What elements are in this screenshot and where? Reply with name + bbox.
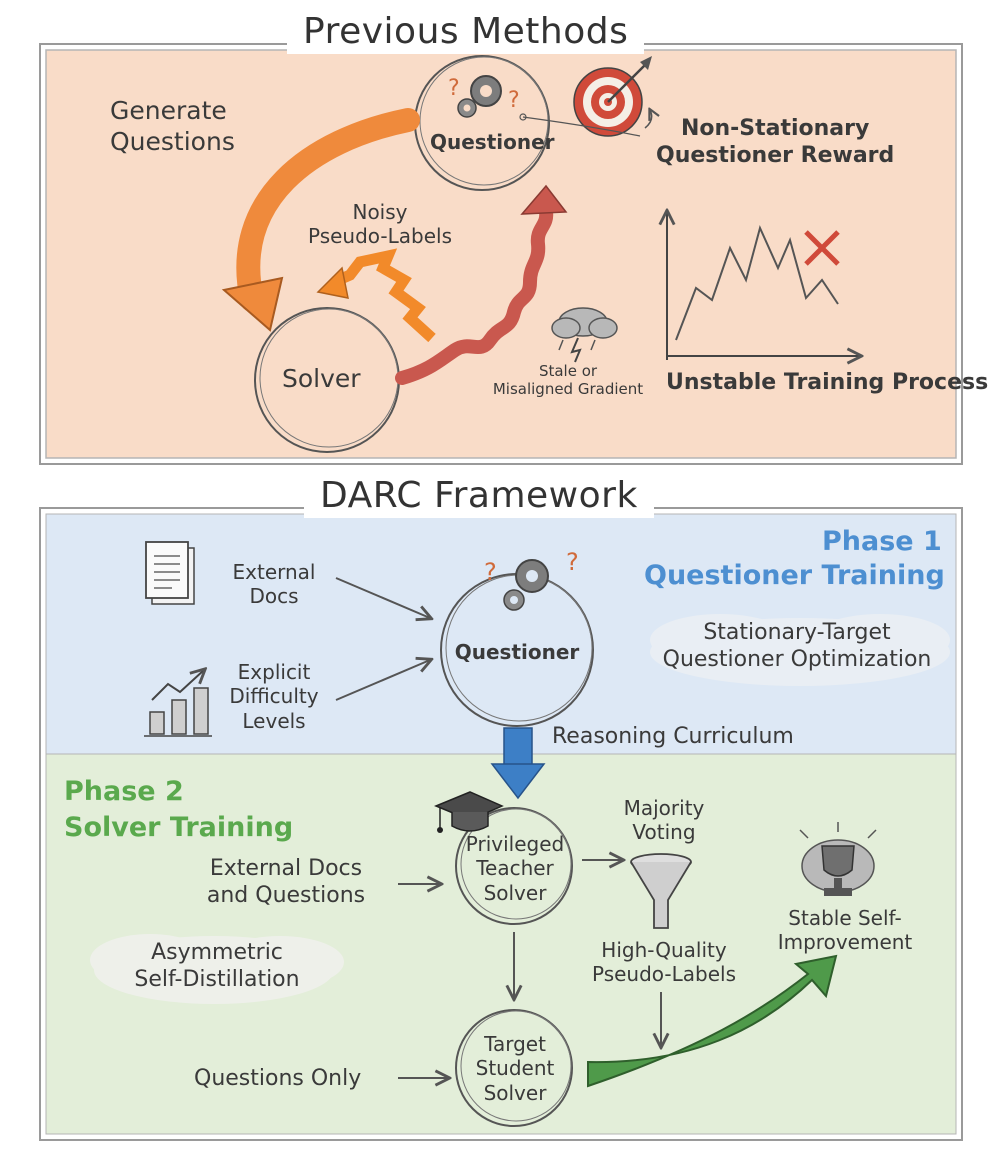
graduation-cap-icon [434,791,504,833]
teacher-solver-label: Privileged Teacher Solver [465,832,565,905]
stable-improvement-label: Stable Self- Improvement [777,906,913,955]
phase1-subtitle: Questioner Training [644,560,945,591]
noisy-label-arrow [316,248,436,343]
svg-text:?: ? [566,548,579,576]
generate-questions-label: Generate Questions [110,96,235,156]
external-docs-label: External Docs [232,560,316,609]
unstable-training-chart [667,212,860,360]
trophy-icon [799,822,877,896]
stationary-target-label: Stationary-Target Questioner Optimizatio… [662,620,932,672]
student-solver-label: Target Student Solver [475,1032,555,1105]
reward-link-line [522,116,641,137]
generate-questions-arrow [221,108,420,332]
phase2-label: Phase 2 [64,776,184,807]
gear-icon: ? ? [448,75,520,118]
teacher-solver-circle [455,807,573,925]
phase1-label: Phase 1 [822,526,942,557]
svg-text:?: ? [508,88,520,113]
reasoning-curriculum-label: Reasoning Curriculum [552,724,794,749]
questions-only-label: Questions Only [194,1066,362,1091]
noisy-pseudo-labels-label: Noisy Pseudo-Labels [307,200,452,249]
storm-cloud-icon [551,307,618,363]
cloud-stationary [650,614,950,686]
funnel-icon [630,853,692,929]
self-improvement-arrow [587,954,838,1088]
svg-text:?: ? [484,558,497,586]
student-solver-circle [455,1009,573,1127]
questioner-label-bottom: Questioner [454,640,580,664]
cloud-asymmetric [90,934,344,1004]
gradient-arrow [395,184,568,385]
majority-voting-label: Majority Voting [623,796,705,845]
external-docs-questions-label: External Docs and Questions [206,856,366,908]
svg-text:?: ? [448,76,460,101]
docs-to-questioner-arrow [335,577,430,618]
difficulty-chart-icon [144,670,212,737]
phase2-subtitle: Solver Training [64,812,294,843]
darc-framework-title: DARC Framework [304,474,654,518]
previous-methods-title: Previous Methods [287,10,645,54]
high-quality-labels-label: High-Quality Pseudo-Labels [591,938,736,987]
target-icon [573,56,652,137]
asymmetric-distillation-label: Asymmetric Self-Distillation [134,940,300,992]
unstable-training-label: Unstable Training Process [666,370,989,395]
difficulty-to-questioner-arrow [335,660,430,701]
stale-gradient-label: Stale or Misaligned Gradient [492,362,644,399]
gear-icon-bottom: ? ? [484,548,579,611]
reasoning-curriculum-arrow [490,727,546,800]
solver-label: Solver [282,364,361,393]
document-icon [145,541,195,605]
explicit-difficulty-label: Explicit Difficulty Levels [229,660,319,733]
non-stationary-reward-label: Non-Stationary Questioner Reward [656,116,895,168]
questioner-label-top: Questioner [430,130,555,154]
